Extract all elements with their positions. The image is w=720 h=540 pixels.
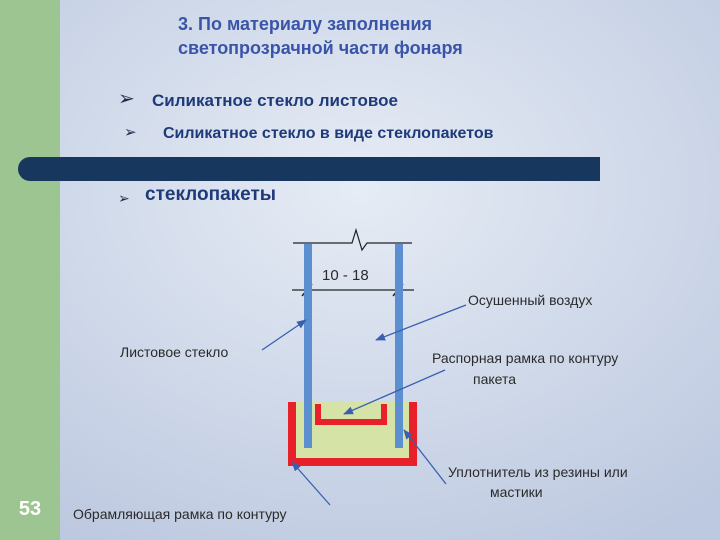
label-spacer-2: пакета — [473, 371, 517, 387]
bullet-3: стеклопакеты — [145, 184, 277, 205]
bullet-1: Силикатное стекло листовое — [152, 91, 398, 110]
dimension-label: 10 - 18 — [322, 267, 369, 284]
title-line-2: светопрозрачной части фонаря — [178, 38, 463, 58]
label-spacer-1: Распорная рамка по контуру — [432, 350, 619, 366]
title-line-1: 3. По материалу заполнения — [178, 14, 433, 34]
bullet-arrow-icon: ➢ — [118, 190, 130, 206]
bullet-arrow-icon: ➢ — [124, 124, 137, 141]
spacer-frame — [315, 404, 387, 425]
label-dry-air: Осушенный воздух — [468, 292, 593, 308]
break-line — [293, 227, 412, 252]
outer-frame — [288, 402, 417, 466]
glass-pane-right — [395, 244, 403, 448]
label-sealant-2: мастики — [490, 484, 543, 500]
bullet-2: Силикатное стекло в виде стеклопакетов — [163, 125, 494, 142]
slide-number: 53 — [18, 498, 42, 520]
label-sheet-glass: Листовое стекло — [120, 344, 229, 360]
glass-pane-left — [304, 244, 312, 448]
label-sealant-1: Уплотнитель из резины или — [448, 464, 628, 480]
divider-bar — [18, 157, 600, 181]
sidebar — [0, 0, 60, 540]
bullet-arrow-icon: ➢ — [118, 88, 135, 110]
slide-title: 3. По материалу заполнения светопрозрачн… — [178, 12, 698, 60]
label-frame: Обрамляющая рамка по контуру — [73, 506, 287, 522]
